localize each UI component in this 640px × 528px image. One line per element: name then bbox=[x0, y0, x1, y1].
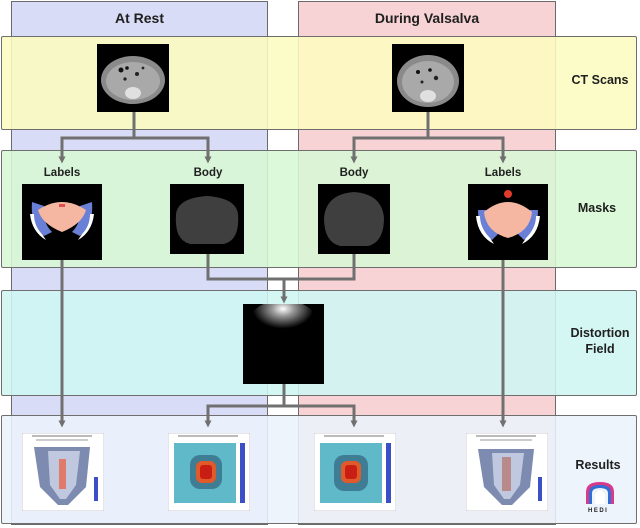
arrow-ct-rest-to-labels bbox=[58, 112, 136, 164]
arrow-ct-rest-to-body bbox=[134, 136, 212, 164]
results-label: Results bbox=[575, 458, 621, 472]
distortion-label-line2: Field bbox=[585, 342, 615, 356]
labels-rest-title: Labels bbox=[43, 167, 81, 179]
result-rest-labels-image bbox=[22, 433, 104, 511]
result-valsalva-labels-image bbox=[466, 433, 548, 511]
arrow-bodies-merge bbox=[206, 252, 356, 281]
body-rest-title: Body bbox=[193, 167, 223, 179]
arrow-distortion-to-result-val bbox=[284, 404, 358, 428]
ct-scan-rest-image bbox=[97, 44, 169, 112]
body-mask-rest-image bbox=[170, 184, 244, 254]
masks-label: Masks bbox=[577, 201, 617, 215]
labels-valsalva-title: Labels bbox=[484, 167, 522, 179]
distortion-field-image bbox=[243, 304, 324, 384]
at-rest-title: At Rest bbox=[114, 10, 164, 26]
labels-mask-rest-image bbox=[22, 184, 102, 260]
arrow-ct-val-to-labels bbox=[428, 136, 507, 164]
result-valsalva-distortion-image bbox=[314, 433, 396, 511]
ct-scans-label: CT Scans bbox=[571, 73, 629, 87]
distortion-label-line1: Distortion bbox=[570, 326, 630, 340]
arrow-ct-val-to-body bbox=[350, 112, 430, 164]
labels-mask-valsalva-image bbox=[468, 184, 548, 260]
hedi-logo-icon bbox=[586, 482, 614, 504]
ct-scan-valsalva-image bbox=[392, 44, 464, 112]
body-valsalva-title: Body bbox=[339, 167, 369, 179]
valsalva-title: During Valsalva bbox=[374, 10, 480, 26]
result-rest-distortion-image bbox=[168, 433, 250, 511]
body-mask-valsalva-image bbox=[318, 184, 390, 254]
arrow-distortion-to-result-rest bbox=[204, 384, 286, 428]
hedi-logo-text: HEDI bbox=[588, 508, 609, 514]
